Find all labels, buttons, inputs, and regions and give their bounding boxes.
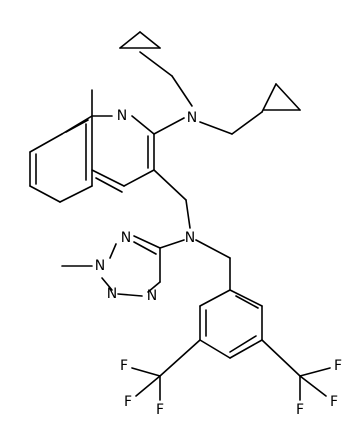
cyclopropyl-top xyxy=(119,31,193,107)
methylene-linker xyxy=(153,169,191,229)
atom-label-f6: F xyxy=(296,402,304,418)
atom-label-f2: F xyxy=(124,394,132,410)
atom-label-n-quinoline: N xyxy=(117,108,127,124)
atom-label-n-tetrazole-4: N xyxy=(147,288,157,304)
atom-label-n-tetrazole-1: N xyxy=(121,230,131,246)
atom-label-f1: F xyxy=(120,358,128,374)
atom-labels: N N N N N N N F F F F F F xyxy=(95,108,342,418)
benzyl-group xyxy=(131,239,331,401)
atom-label-n-amine-mid: N xyxy=(185,230,195,246)
atom-label-n-tetrazole-2: N xyxy=(95,258,105,274)
quinoline-ring xyxy=(29,89,185,203)
atom-label-f4: F xyxy=(334,358,342,374)
atom-label-n-tetrazole-3: N xyxy=(107,286,117,302)
atom-label-n-amine-top: N xyxy=(187,110,197,126)
cyclopropyl-right xyxy=(199,83,301,135)
tetrazole-ring xyxy=(61,235,185,297)
atom-label-f3: F xyxy=(156,402,164,418)
atom-label-f5: F xyxy=(330,394,338,410)
